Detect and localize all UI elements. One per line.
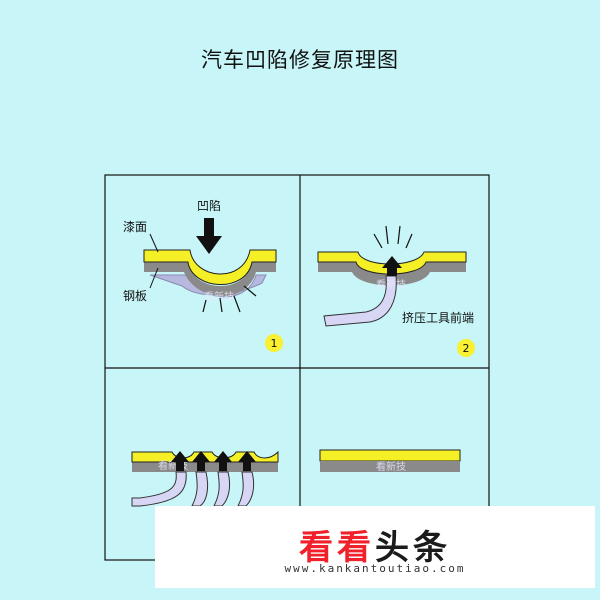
step-number-1: 1	[271, 337, 278, 350]
panel-1: 看新技 漆面 凹陷 钢板 1	[123, 198, 283, 352]
paint-layer	[319, 449, 461, 462]
push-tool	[323, 275, 397, 327]
watermark-text-4: 看新技	[376, 460, 406, 473]
paint-label: 漆面	[123, 220, 147, 234]
steel-layer	[144, 262, 276, 297]
step-marker-1	[265, 334, 283, 352]
dent-label: 凹陷	[197, 198, 221, 213]
down-arrow-icon	[196, 218, 222, 254]
paint-layer	[317, 251, 467, 275]
panel-2: 看新技 挤压工具前端 2	[317, 225, 475, 357]
brand-banner: 看看头条 www.kankantoutiao.com	[155, 506, 595, 588]
steel-layer	[320, 461, 460, 472]
impact-lines-2	[373, 225, 413, 249]
push-tools	[131, 471, 255, 507]
brand-logo-black: 头条	[375, 528, 451, 568]
panel-4: 看新技	[319, 449, 461, 473]
watermark-text-2: 看新技	[376, 278, 406, 291]
brand-logo-red: 看看	[299, 528, 375, 568]
steel-layer	[318, 262, 466, 286]
paint-layer	[143, 249, 277, 285]
up-arrow-icon	[171, 451, 256, 471]
brand-url: www.kankantoutiao.com	[284, 562, 466, 575]
watermark-text-1: 看新技	[204, 290, 234, 303]
steel-label: 钢板	[123, 289, 147, 303]
tool-tip-label: 挤压工具前端	[402, 310, 474, 325]
diagram-title: 汽车凹陷修复原理图	[201, 48, 399, 72]
step-marker-2	[457, 339, 475, 357]
paint-pointer	[149, 233, 159, 253]
panel-3: 看新技	[131, 450, 279, 507]
steel-pointer	[149, 267, 159, 289]
impact-lines-1	[202, 285, 257, 313]
up-arrow-icon	[382, 256, 402, 276]
brand-logo: 看看头条	[155, 520, 595, 569]
step-number-2: 2	[463, 342, 470, 355]
